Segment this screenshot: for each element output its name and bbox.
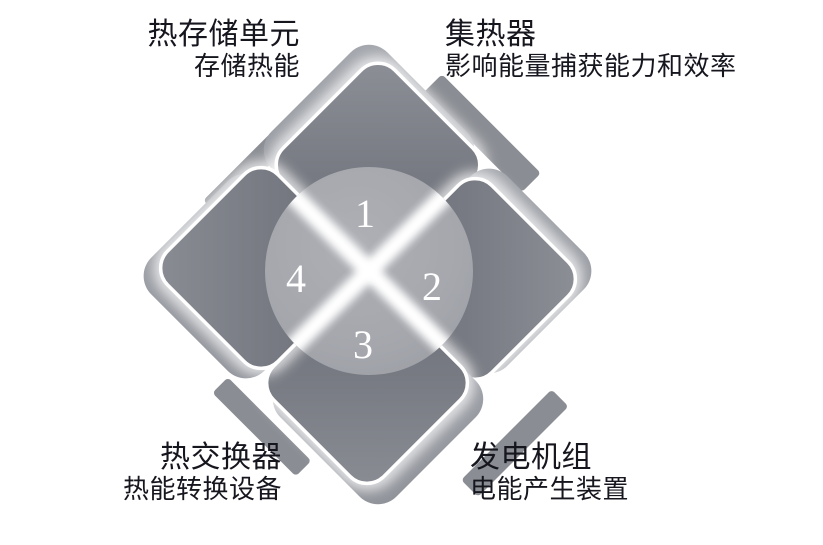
label-subtitle-top-right: 影响能量捕获能力和效率: [445, 51, 737, 81]
label-title-bottom-right: 发电机组: [470, 441, 592, 474]
accent-bar-top-right: [424, 75, 540, 191]
accent-bar-bottom-right: [462, 391, 567, 496]
label-generator-set: 发电机组 电能产生装置: [470, 441, 810, 504]
label-title-top-right: 集热器: [445, 18, 537, 51]
accent-bar-bottom-left: [213, 378, 310, 475]
center-cross-bar-b: [274, 176, 464, 366]
label-thermal-storage-unit: 热存储单元 存储热能: [0, 18, 300, 81]
label-subtitle-top-left: 存储热能: [193, 51, 300, 81]
center-cross: [271, 176, 464, 369]
label-subtitle-bottom-right: 电能产生装置: [470, 474, 630, 504]
label-title-bottom-left: 热交换器: [160, 441, 282, 474]
label-solar-collector: 集热器 影响能量捕获能力和效率: [445, 18, 815, 81]
label-title-top-left: 热存储单元: [147, 18, 300, 51]
label-heat-exchanger: 热交换器 热能转换设备: [0, 441, 282, 504]
center-circle-group: [265, 167, 473, 375]
label-subtitle-bottom-left: 热能转换设备: [122, 474, 282, 504]
